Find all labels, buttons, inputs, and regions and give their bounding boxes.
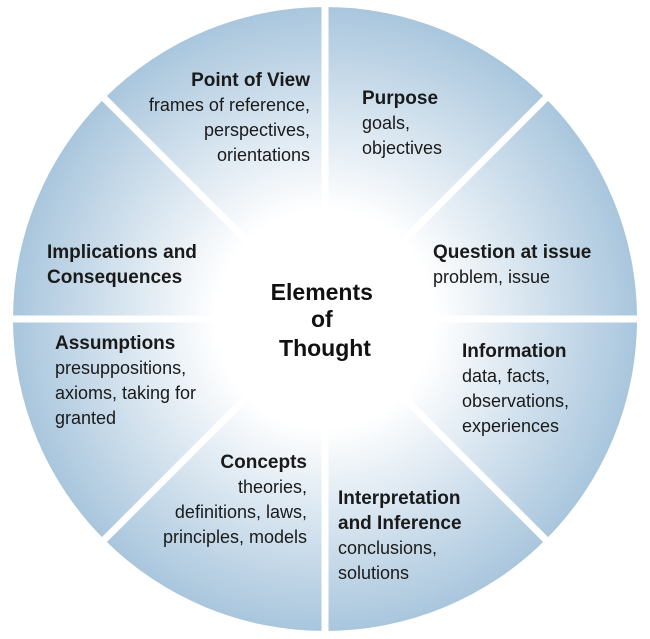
segment-interpretation-and-inference (325, 319, 546, 631)
segment-description: orientations (217, 145, 310, 165)
segment-title: Assumptions (55, 333, 175, 354)
segment-description: frames of reference, (149, 95, 310, 115)
label-assumptions: Assumptions presuppositions, axioms, takin… (55, 333, 196, 428)
segment-description: goals, (362, 113, 410, 133)
segment-description: theories, (238, 477, 307, 497)
segment-title: Implications and (47, 242, 197, 263)
center-label: Elements of Thought (271, 279, 380, 361)
segment-description: definitions, laws, (175, 502, 307, 522)
segment-divider (100, 94, 328, 322)
segment-implications-and-consequences (12, 98, 325, 319)
label-question-at-issue: Question at issue problem, issue (433, 242, 591, 287)
segment-divider (100, 316, 328, 544)
segment-title: Concepts (220, 452, 307, 473)
segment-description: data, facts, (462, 366, 550, 386)
segment-divider (322, 316, 550, 544)
segments-layer (12, 7, 637, 631)
segment-description: objectives (362, 138, 442, 158)
segment-description: principles, models (163, 527, 307, 547)
segment-description: perspectives, (204, 120, 310, 140)
segment-concepts (104, 319, 325, 631)
segment-title: Interpretation (338, 488, 460, 509)
center-line-2: of (311, 306, 333, 332)
label-purpose: Purpose goals, objectives (362, 88, 442, 158)
segment-description: conclusions, (338, 538, 437, 558)
segment-description: problem, issue (433, 267, 550, 287)
center-line-1: Elements (271, 279, 373, 305)
segment-description: granted (55, 408, 116, 428)
segment-description: experiences (462, 416, 559, 436)
segment-title: Consequences (47, 267, 182, 288)
segment-title: Purpose (362, 88, 438, 109)
segment-information (325, 319, 637, 540)
segment-title: Point of View (191, 70, 310, 91)
label-concepts: Concepts theories, definitions, laws, princ… (163, 452, 307, 547)
dividers-layer (11, 5, 639, 633)
segment-description: axioms, taking for (55, 383, 196, 403)
segment-purpose (325, 7, 546, 319)
segment-point-of-view (104, 7, 325, 319)
label-information: Information data, facts, observations, expe… (462, 341, 569, 436)
labels-layer: Point of View frames of reference, perspec… (47, 70, 591, 583)
segment-description: solutions (338, 563, 409, 583)
center-line-3: Thought (279, 335, 371, 361)
segment-description: observations, (462, 391, 569, 411)
segment-title: Information (462, 341, 567, 362)
segment-divider (322, 94, 550, 322)
segment-question-at-issue (325, 98, 637, 319)
segment-title: Question at issue (433, 242, 591, 263)
label-interpretation-and-inference: Interpretation and Inference conclusions, s… (338, 488, 462, 583)
segment-title: and Inference (338, 513, 462, 534)
segment-description: presuppositions, (55, 358, 186, 378)
label-point-of-view: Point of View frames of reference, perspec… (149, 70, 310, 165)
segment-assumptions (12, 319, 325, 540)
